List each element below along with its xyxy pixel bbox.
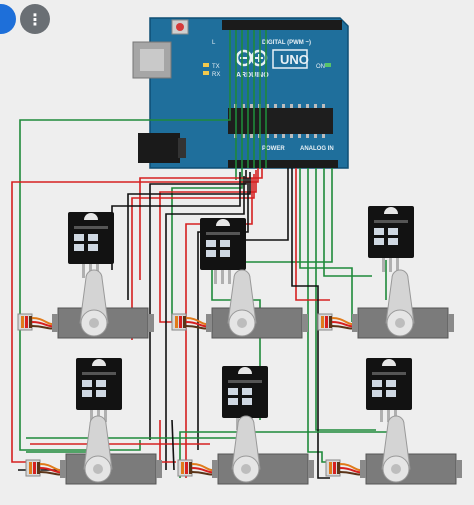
analog-label: ANALOG IN bbox=[300, 146, 334, 152]
board-model-label: UNO bbox=[280, 52, 309, 67]
board-brand-label: ARDUINO bbox=[236, 72, 269, 79]
more-vertical-icon: ⋮ bbox=[27, 9, 43, 29]
tx-label: TX bbox=[212, 64, 220, 70]
servo-motor[interactable] bbox=[325, 415, 462, 485]
ir-sensor-module[interactable] bbox=[368, 206, 414, 272]
ir-sensor-module[interactable] bbox=[76, 358, 122, 422]
arduino-uno-board[interactable]: UNO ARDUINO DIGITAL (PWM ~) ANALOG IN PO… bbox=[132, 17, 349, 169]
power-label: POWER bbox=[262, 146, 285, 152]
servo-motor[interactable] bbox=[171, 269, 308, 339]
power-jack bbox=[138, 133, 180, 163]
on-label: ON bbox=[316, 64, 325, 70]
servo-motor[interactable] bbox=[317, 269, 454, 339]
power-analog-header bbox=[228, 160, 338, 168]
wires bbox=[11, 30, 391, 479]
digital-header bbox=[222, 20, 342, 30]
ir-sensor-module[interactable] bbox=[200, 218, 246, 284]
primary-action-button[interactable] bbox=[0, 4, 16, 34]
l-label: L bbox=[212, 40, 216, 46]
servo-motor[interactable] bbox=[177, 415, 314, 485]
more-options-button[interactable]: ⋮ bbox=[20, 4, 50, 34]
ir-sensor-module[interactable] bbox=[366, 358, 412, 422]
servo-motor[interactable] bbox=[17, 269, 154, 339]
servo-motor[interactable] bbox=[25, 415, 162, 485]
digital-label: DIGITAL (PWM ~) bbox=[262, 40, 311, 46]
atmega-chip bbox=[228, 108, 333, 134]
rx-label: RX bbox=[212, 72, 220, 78]
ir-sensor-module[interactable] bbox=[68, 212, 114, 278]
